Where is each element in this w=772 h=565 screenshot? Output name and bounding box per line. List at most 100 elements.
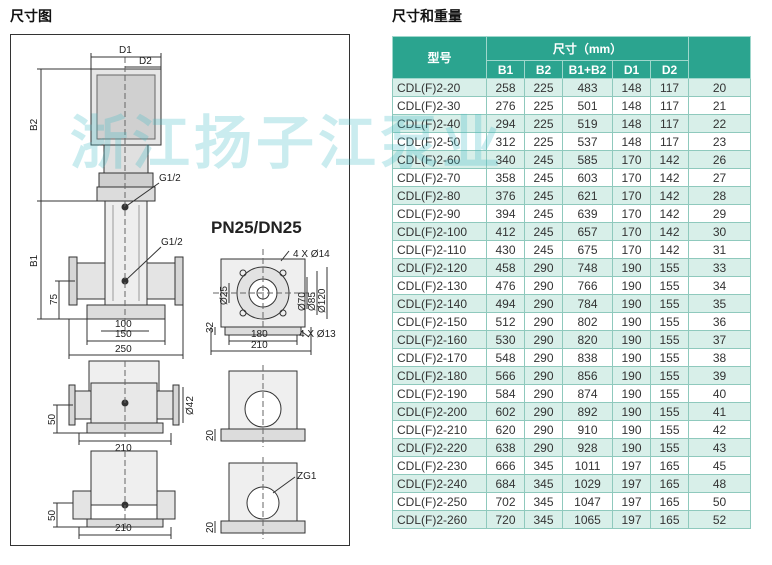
- value-cell: 603: [562, 168, 613, 187]
- value-cell: 638: [486, 438, 525, 457]
- motor-stool: [103, 144, 149, 174]
- value-cell: 290: [524, 294, 563, 313]
- value-cell: 290: [524, 330, 563, 349]
- value-cell: 476: [486, 276, 525, 295]
- sub-header-cell: D2: [649, 60, 690, 79]
- value-cell: 225: [524, 114, 563, 133]
- model-cell: CDL(F)2-100: [392, 222, 487, 241]
- value-cell: 766: [562, 276, 613, 295]
- value-cell: 657: [562, 222, 613, 241]
- value-cell: 620: [486, 420, 525, 439]
- value-cell: 290: [524, 384, 563, 403]
- value-cell: 190: [612, 258, 651, 277]
- d1-label: D1: [119, 45, 132, 56]
- value-cell: 155: [649, 276, 690, 295]
- model-cell: CDL(F)2-180: [392, 366, 487, 385]
- value-cell: 602: [486, 402, 525, 421]
- dim-20b-label: 20: [205, 521, 216, 533]
- value-cell: 483: [562, 78, 613, 97]
- pump-head: [98, 172, 154, 188]
- motor-fins: [96, 74, 156, 140]
- model-cell: CDL(F)2-110: [392, 240, 487, 259]
- value-cell: 117: [649, 96, 690, 115]
- value-cell: 48: [688, 474, 752, 493]
- value-cell: 33: [688, 258, 752, 277]
- value-cell: 170: [612, 222, 651, 241]
- model-cell: CDL(F)2-120: [392, 258, 487, 277]
- value-cell: 720: [486, 510, 525, 529]
- model-cell: CDL(F)2-90: [392, 204, 487, 223]
- value-cell: 45: [688, 456, 752, 475]
- value-cell: 190: [612, 420, 651, 439]
- model-cell: CDL(F)2-20: [392, 78, 487, 97]
- model-cell: CDL(F)2-240: [392, 474, 487, 493]
- value-cell: 30: [688, 222, 752, 241]
- value-cell: 148: [612, 96, 651, 115]
- pressure-rating-label: PN25/DN25: [211, 218, 302, 237]
- value-cell: 43: [688, 438, 752, 457]
- model-cell: CDL(F)2-220: [392, 438, 487, 457]
- value-cell: 155: [649, 330, 690, 349]
- value-cell: 37: [688, 330, 752, 349]
- header-model: 型号: [392, 36, 487, 79]
- model-cell: CDL(F)2-80: [392, 186, 487, 205]
- value-cell: 290: [524, 348, 563, 367]
- value-cell: 675: [562, 240, 613, 259]
- value-cell: 190: [612, 330, 651, 349]
- value-cell: 155: [649, 420, 690, 439]
- dia-25-label: Ø25: [219, 286, 230, 305]
- value-cell: 190: [612, 294, 651, 313]
- dia-85-label: Ø85: [307, 292, 318, 311]
- value-cell: 639: [562, 204, 613, 223]
- value-cell: 142: [649, 222, 690, 241]
- value-cell: 394: [486, 204, 525, 223]
- value-cell: 245: [524, 150, 563, 169]
- value-cell: 666: [486, 456, 525, 475]
- value-cell: 52: [688, 510, 752, 529]
- value-cell: 290: [524, 312, 563, 331]
- value-cell: 170: [612, 240, 651, 259]
- value-cell: 165: [649, 456, 690, 475]
- value-cell: 340: [486, 150, 525, 169]
- dim-75-label: 75: [49, 293, 60, 305]
- bolts-13-label: 4 X Ø13: [299, 329, 336, 340]
- value-cell: 501: [562, 96, 613, 115]
- dim-210c-label: 210: [115, 523, 132, 534]
- value-cell: 376: [486, 186, 525, 205]
- value-cell: 584: [486, 384, 525, 403]
- model-cell: CDL(F)2-40: [392, 114, 487, 133]
- pump-dimension-drawing: D1 D2 B2 B1 G1/2 G1/2 75 100 150 250 PN2…: [29, 45, 336, 539]
- value-cell: 1047: [562, 492, 613, 511]
- dia-42-label: Ø42: [185, 396, 196, 415]
- model-cell: CDL(F)2-170: [392, 348, 487, 367]
- model-cell: CDL(F)2-130: [392, 276, 487, 295]
- value-cell: 276: [486, 96, 525, 115]
- model-cell: CDL(F)2-70: [392, 168, 487, 187]
- value-cell: 35: [688, 294, 752, 313]
- value-cell: 537: [562, 132, 613, 151]
- dim-32-label: 32: [205, 321, 216, 333]
- value-cell: 22: [688, 114, 752, 133]
- dim-50b-label: 50: [47, 509, 58, 521]
- value-cell: 38: [688, 348, 752, 367]
- value-cell: 874: [562, 384, 613, 403]
- value-cell: 165: [649, 492, 690, 511]
- value-cell: 28: [688, 186, 752, 205]
- value-cell: 290: [524, 258, 563, 277]
- dia-70-label: Ø70: [297, 292, 308, 311]
- model-cell: CDL(F)2-210: [392, 420, 487, 439]
- dim-210b-label: 210: [115, 443, 132, 454]
- value-cell: 190: [612, 276, 651, 295]
- inlet-flange: [74, 262, 106, 300]
- value-cell: 802: [562, 312, 613, 331]
- value-cell: 820: [562, 330, 613, 349]
